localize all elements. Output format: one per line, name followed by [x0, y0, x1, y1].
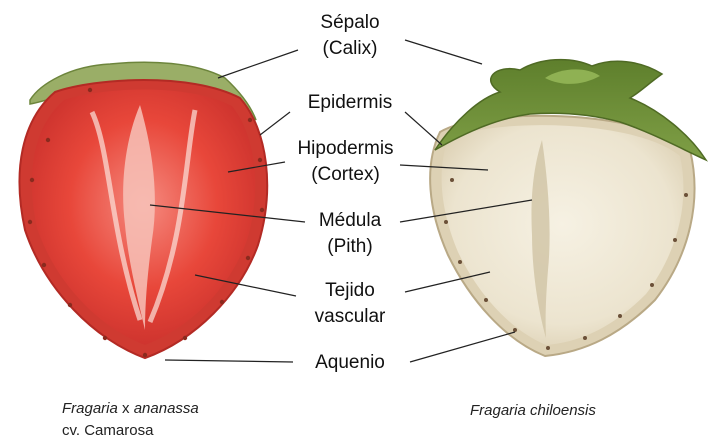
left-caption-cross: x: [122, 400, 130, 417]
right-caption: Fragaria chiloensis: [470, 400, 596, 422]
hypodermis-label: Hipodermis (Cortex): [283, 136, 408, 188]
epidermis-leader-right: [405, 112, 442, 145]
sepal-label-name: Sépalo: [300, 10, 400, 36]
sepal-leader-right: [405, 40, 482, 64]
left-caption-genus: Fragaria: [62, 400, 118, 417]
right-strawberry: [430, 60, 706, 356]
vascular-label-line1: Tejido: [295, 278, 405, 304]
sepal-leader-left: [218, 50, 298, 78]
right-caption-name: Fragaria chiloensis: [470, 402, 596, 419]
hypodermis-label-alt: (Cortex): [283, 162, 408, 188]
medulla-label-alt: (Pith): [300, 234, 400, 260]
achene-label: Aquenio: [295, 350, 405, 376]
left-caption-epithet: ananassa: [134, 400, 199, 417]
left-caption-species: Fragaria x ananassa: [62, 398, 199, 420]
epidermis-label-name: Epidermis: [290, 90, 410, 116]
right-fruit-flesh: [442, 125, 684, 345]
epidermis-leader-left: [260, 112, 290, 135]
medulla-label-name: Médula: [300, 208, 400, 234]
left-caption: Fragaria x ananassa cv. Camarosa: [62, 398, 199, 442]
epidermis-label: Epidermis: [290, 90, 410, 116]
medulla-label: Médula (Pith): [300, 208, 400, 260]
vascular-label: Tejido vascular: [295, 278, 405, 330]
achene-label-name: Aquenio: [295, 350, 405, 376]
hypodermis-label-name: Hipodermis: [283, 136, 408, 162]
left-strawberry: [19, 62, 267, 358]
left-caption-cultivar: cv. Camarosa: [62, 420, 199, 442]
sepal-label-alt: (Calix): [300, 36, 400, 62]
sepal-label: Sépalo (Calix): [300, 10, 400, 62]
achene-leader-right: [410, 332, 515, 362]
achene-leader-left: [165, 360, 293, 362]
vascular-label-line2: vascular: [295, 304, 405, 330]
